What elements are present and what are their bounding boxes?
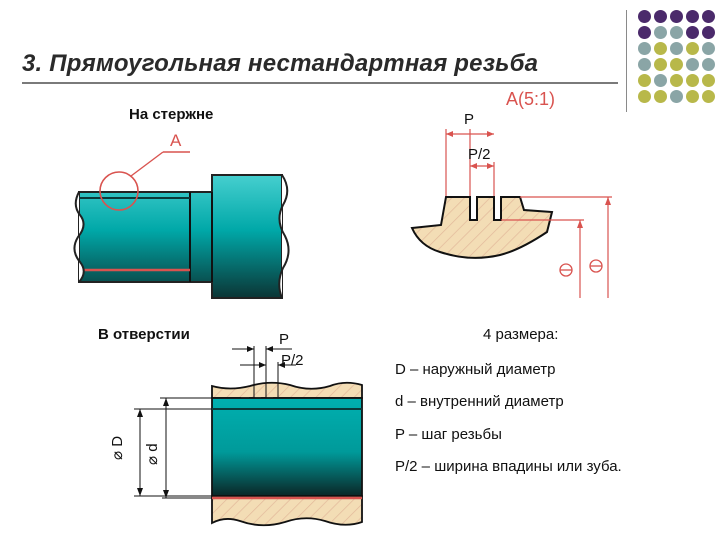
decor-dot <box>670 90 683 103</box>
decor-dot <box>702 10 715 23</box>
decor-dot <box>638 58 651 71</box>
decor-dot <box>670 42 683 55</box>
shaft-callout-label: А <box>170 131 182 150</box>
decor-dot <box>654 58 667 71</box>
decor-dot <box>638 42 651 55</box>
decor-dot-grid <box>638 10 718 110</box>
hole-pitch-label: P <box>279 331 290 348</box>
legend-item: P – шаг резьбы <box>395 426 502 443</box>
decor-dot <box>638 90 651 103</box>
decor-dot <box>654 26 667 39</box>
decor-dot <box>686 74 699 87</box>
decor-dot <box>686 26 699 39</box>
decor-dot <box>686 58 699 71</box>
hole-half-pitch-label: P/2 <box>281 352 304 369</box>
shaft-heading: На стержне <box>129 106 214 123</box>
decor-dot <box>702 26 715 39</box>
hole-inner-diameter-label: ⌀ d <box>144 443 161 465</box>
detail-half-pitch-label: P/2 <box>468 146 491 163</box>
legend-heading: 4 размера: <box>483 326 559 343</box>
detail-title: А(5:1) <box>506 89 556 109</box>
slide-title: 3. Прямоугольная нестандартная резьба <box>22 50 539 77</box>
decor-divider <box>626 10 627 112</box>
decor-dot <box>702 90 715 103</box>
decor-dot <box>702 58 715 71</box>
legend-item: P/2 – ширина впадины или зуба. <box>395 458 622 475</box>
decor-dot <box>702 74 715 87</box>
decor-dot <box>686 10 699 23</box>
decor-dot <box>670 10 683 23</box>
title-underline <box>22 82 618 84</box>
decor-dot <box>670 58 683 71</box>
decor-dot <box>670 74 683 87</box>
decor-dot <box>654 10 667 23</box>
legend-item: D – наружный диаметр <box>395 361 556 378</box>
shaft-drawing <box>73 151 290 299</box>
hole-outer-diameter-label: ⌀ D <box>109 435 126 460</box>
decor-dot <box>654 90 667 103</box>
legend-item: d – внутренний диаметр <box>395 393 564 410</box>
hole-heading: В отверстии <box>98 326 190 343</box>
hole-drawing <box>134 346 363 527</box>
decor-dot <box>638 26 651 39</box>
decor-dot <box>686 42 699 55</box>
decor-dot <box>654 42 667 55</box>
decor-dot <box>686 90 699 103</box>
decor-dot <box>638 10 651 23</box>
decor-dot <box>638 74 651 87</box>
thread-detail-drawing <box>410 129 612 298</box>
decor-dot <box>670 26 683 39</box>
detail-pitch-label: P <box>464 111 475 128</box>
decor-dot <box>702 42 715 55</box>
decor-dot <box>654 74 667 87</box>
